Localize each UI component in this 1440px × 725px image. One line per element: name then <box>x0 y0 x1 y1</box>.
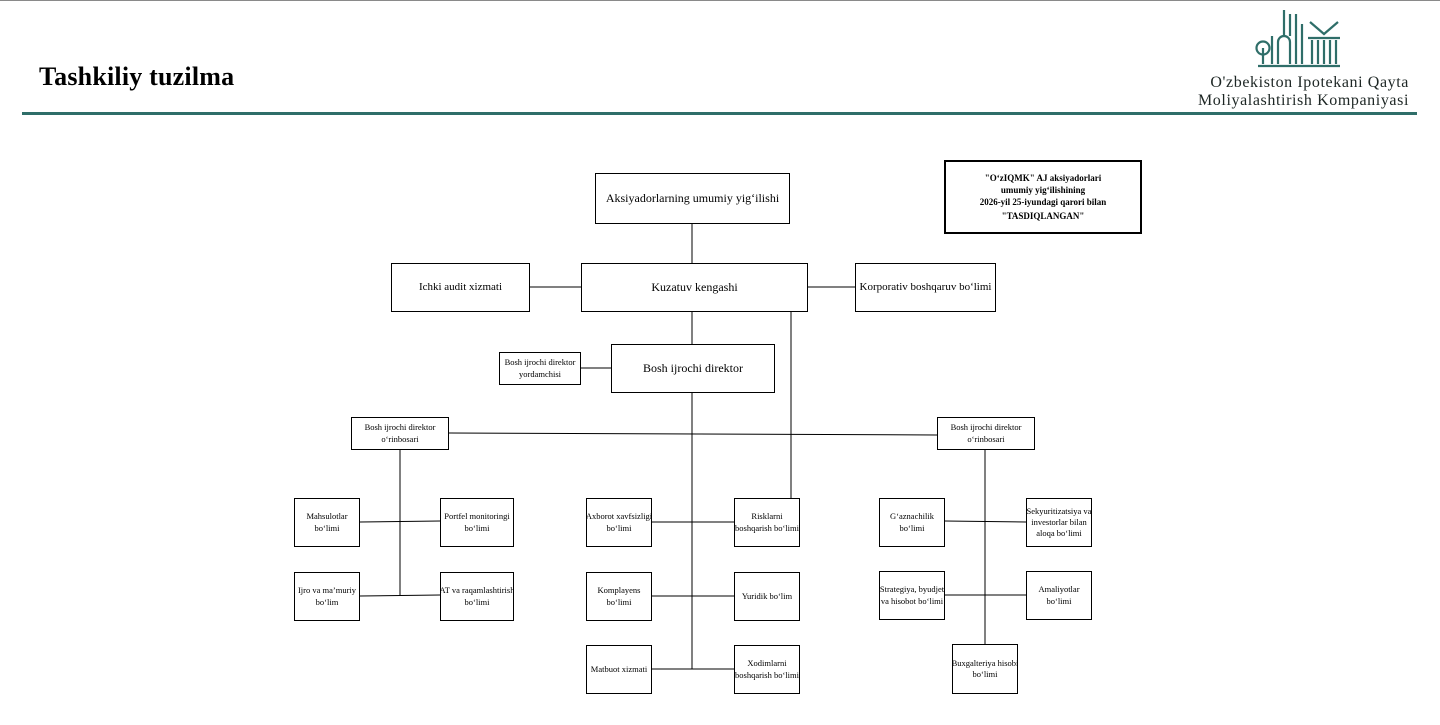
legal-line1: Yuridik bo‘lim <box>741 590 793 601</box>
treasury-box: G‘aznachilik bo‘limi <box>879 498 945 547</box>
hr-line1: Xodimlarni <box>747 658 787 669</box>
executive-admin-line1: Ijro va ma’muriy <box>297 585 357 596</box>
approval-line2: umumiy yig‘ilishining <box>1000 185 1086 195</box>
page-title: Tashkiliy tuzilma <box>39 62 235 91</box>
ceo-assistant-line2: yordamchisi <box>518 368 562 379</box>
deputy-left-line1: Bosh ijrochi direktor <box>364 422 436 433</box>
connector <box>359 520 441 523</box>
executive-admin-box: Ijro va ma’muriy bo‘lim <box>294 572 360 621</box>
info-security-line2: bo‘limi <box>606 522 632 533</box>
strategy-budget-box: Strategiya, byudjet va hisobot bo‘limi <box>879 571 945 620</box>
it-digitalization-line1: AT va raqamlashtirish <box>440 585 514 596</box>
hr-line2: boshqarish bo‘limi <box>735 669 799 680</box>
company-name-line2: Moliyalashtirish Kompaniyasi <box>1197 92 1409 109</box>
shareholders-box: Aksiyadorlarning umumiy yig‘ilishi <box>595 173 790 224</box>
deputy-right-line2: o‘rinbosari <box>967 433 1005 444</box>
compliance-box: Komplayens bo‘limi <box>586 572 652 621</box>
supervisory-board-box: Kuzatuv kengashi <box>581 263 808 312</box>
operations-line1: Amaliyotlar <box>1038 584 1080 595</box>
securitization-box: Sekyuritizatsiya va investorlar bilan al… <box>1026 498 1092 547</box>
portfolio-monitoring-line1: Portfel monitoringi <box>444 511 510 522</box>
press-line1: Matbuot xizmati <box>590 663 648 674</box>
deputy-left-line2: o‘rinbosari <box>381 433 419 444</box>
it-digitalization-line2: bo‘limi <box>464 596 490 607</box>
risk-management-box: Risklarni boshqarish bo‘limi <box>734 498 800 547</box>
shareholders-label: Aksiyadorlarning umumiy yig‘ilishi <box>605 190 780 205</box>
corporate-governance-label: Korporativ boshqaruv bo‘limi <box>859 281 992 294</box>
building-columns-logo-icon <box>1255 10 1340 68</box>
legal-box: Yuridik bo‘lim <box>734 572 800 621</box>
supervisory-board-label: Kuzatuv kengashi <box>651 279 738 294</box>
press-box: Matbuot xizmati <box>586 645 652 694</box>
deputy-right-line1: Bosh ijrochi direktor <box>950 422 1022 433</box>
ceo-assistant-line1: Bosh ijrochi direktor <box>504 357 576 368</box>
approval-line3: 2026-yil 25-iyundagi qarori bilan <box>979 197 1107 207</box>
portfolio-monitoring-line2: bo‘limi <box>464 522 490 533</box>
deputy-left-box: Bosh ijrochi direktor o‘rinbosari <box>351 417 449 450</box>
approval-stamp: "O‘zIQMK" AJ aksiyadorlari umumiy yig‘il… <box>944 160 1142 234</box>
hr-box: Xodimlarni boshqarish bo‘limi <box>734 645 800 694</box>
company-name: O'zbekiston Ipotekani Qayta Moliyalashti… <box>1149 74 1409 110</box>
strategy-budget-line1: Strategiya, byudjet <box>879 584 945 595</box>
connector <box>944 520 1027 523</box>
products-line2: bo‘limi <box>314 522 340 533</box>
it-digitalization-box: AT va raqamlashtirish bo‘limi <box>440 572 514 621</box>
risk-management-line1: Risklarni <box>751 511 783 522</box>
operations-box: Amaliyotlar bo‘limi <box>1026 571 1092 620</box>
connector <box>448 432 938 436</box>
securitization-line1: Sekyuritizatsiya va <box>1026 505 1092 516</box>
ceo-box: Bosh ijrochi direktor <box>611 344 775 393</box>
products-box: Mahsulotlar bo‘limi <box>294 498 360 547</box>
ceo-label: Bosh ijrochi direktor <box>643 360 743 375</box>
internal-audit-box: Ichki audit xizmati <box>391 263 530 312</box>
company-name-line1: O'zbekiston Ipotekani Qayta <box>1210 74 1409 91</box>
info-security-line1: Axborot xavfsizligi <box>586 511 652 522</box>
securitization-line3: aloqa bo‘limi <box>1036 528 1082 539</box>
compliance-line1: Komplayens <box>597 585 641 596</box>
securitization-line2: investorlar bilan <box>1031 516 1087 527</box>
compliance-line2: bo‘limi <box>606 596 632 607</box>
top-border <box>0 0 1440 1</box>
treasury-line1: G‘aznachilik <box>890 511 934 522</box>
portfolio-monitoring-box: Portfel monitoringi bo‘limi <box>440 498 514 547</box>
accounting-line1: Buxgalteriya hisobi <box>952 657 1018 668</box>
risk-management-line2: boshqarish bo‘limi <box>735 522 799 533</box>
info-security-box: Axborot xavfsizligi bo‘limi <box>586 498 652 547</box>
approval-line4: "TASDIQLANGAN" <box>1001 211 1085 221</box>
deputy-right-box: Bosh ijrochi direktor o‘rinbosari <box>937 417 1035 450</box>
treasury-line2: bo‘limi <box>899 522 925 533</box>
accounting-box: Buxgalteriya hisobi bo‘limi <box>952 644 1018 694</box>
strategy-budget-line2: va hisobot bo‘limi <box>880 595 944 606</box>
executive-admin-line2: bo‘lim <box>315 596 339 607</box>
products-line1: Mahsulotlar <box>306 511 348 522</box>
internal-audit-label: Ichki audit xizmati <box>418 281 503 294</box>
corporate-governance-box: Korporativ boshqaruv bo‘limi <box>855 263 996 312</box>
accounting-line2: bo‘limi <box>972 669 998 679</box>
connector <box>359 594 441 597</box>
operations-line2: bo‘limi <box>1046 595 1072 606</box>
header-divider <box>22 112 1417 115</box>
approval-line1: "O‘zIQMK" AJ aksiyadorlari <box>984 173 1102 183</box>
ceo-assistant-box: Bosh ijrochi direktor yordamchisi <box>499 352 581 385</box>
